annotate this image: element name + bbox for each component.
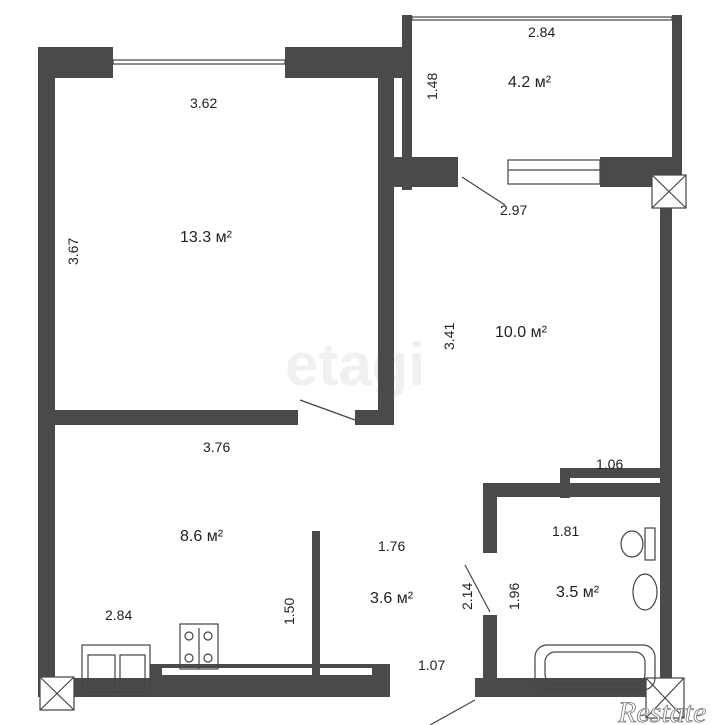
hall-area: 10.0 м²	[495, 324, 548, 341]
balcony-depth: 1.48	[424, 73, 440, 100]
kitchen-width: 3.76	[203, 439, 230, 455]
partition-length: 1.50	[281, 598, 297, 625]
corridor-area: 3.6 м²	[370, 590, 414, 607]
sink-icon	[81, 644, 151, 693]
corridor-width: 1.76	[378, 538, 405, 554]
room-door	[299, 399, 356, 421]
doors	[299, 176, 506, 725]
room-labels: 13.3 м² 3.62 3.67 4.2 м² 2.84 1.48 10.0 …	[65, 24, 623, 673]
bathroom-width: 1.81	[552, 523, 579, 539]
entrance-width: 1.07	[418, 657, 445, 673]
stove-icon	[179, 623, 219, 670]
washbasin-icon	[632, 573, 658, 611]
room-length: 3.67	[65, 238, 81, 265]
bathtub-icon	[534, 644, 656, 691]
room-area: 13.3 м²	[180, 229, 233, 246]
balcony-width: 2.84	[528, 24, 555, 40]
closet-width: 1.06	[596, 456, 623, 472]
walls	[38, 15, 682, 697]
vent-shaft-icon	[39, 174, 687, 719]
toilet-icon	[620, 527, 656, 561]
etagi-watermark: etagi	[285, 331, 425, 398]
restate-logo: Restate	[617, 696, 706, 725]
balcony-door	[461, 176, 506, 206]
bathroom-door	[464, 564, 491, 613]
room-width: 3.62	[190, 95, 217, 111]
kitchen-area: 8.6 м²	[180, 528, 224, 545]
windows	[112, 16, 673, 185]
bathroom-area: 3.5 м²	[556, 584, 600, 601]
kitchen-counter-length: 2.84	[105, 607, 132, 623]
corridor-length: 2.14	[459, 583, 475, 610]
balcony-area: 4.2 м²	[508, 74, 552, 91]
hall-length: 3.41	[441, 323, 457, 350]
hall-width: 2.97	[500, 202, 527, 218]
bathroom-length: 1.96	[506, 583, 522, 610]
entrance-door	[429, 699, 476, 725]
